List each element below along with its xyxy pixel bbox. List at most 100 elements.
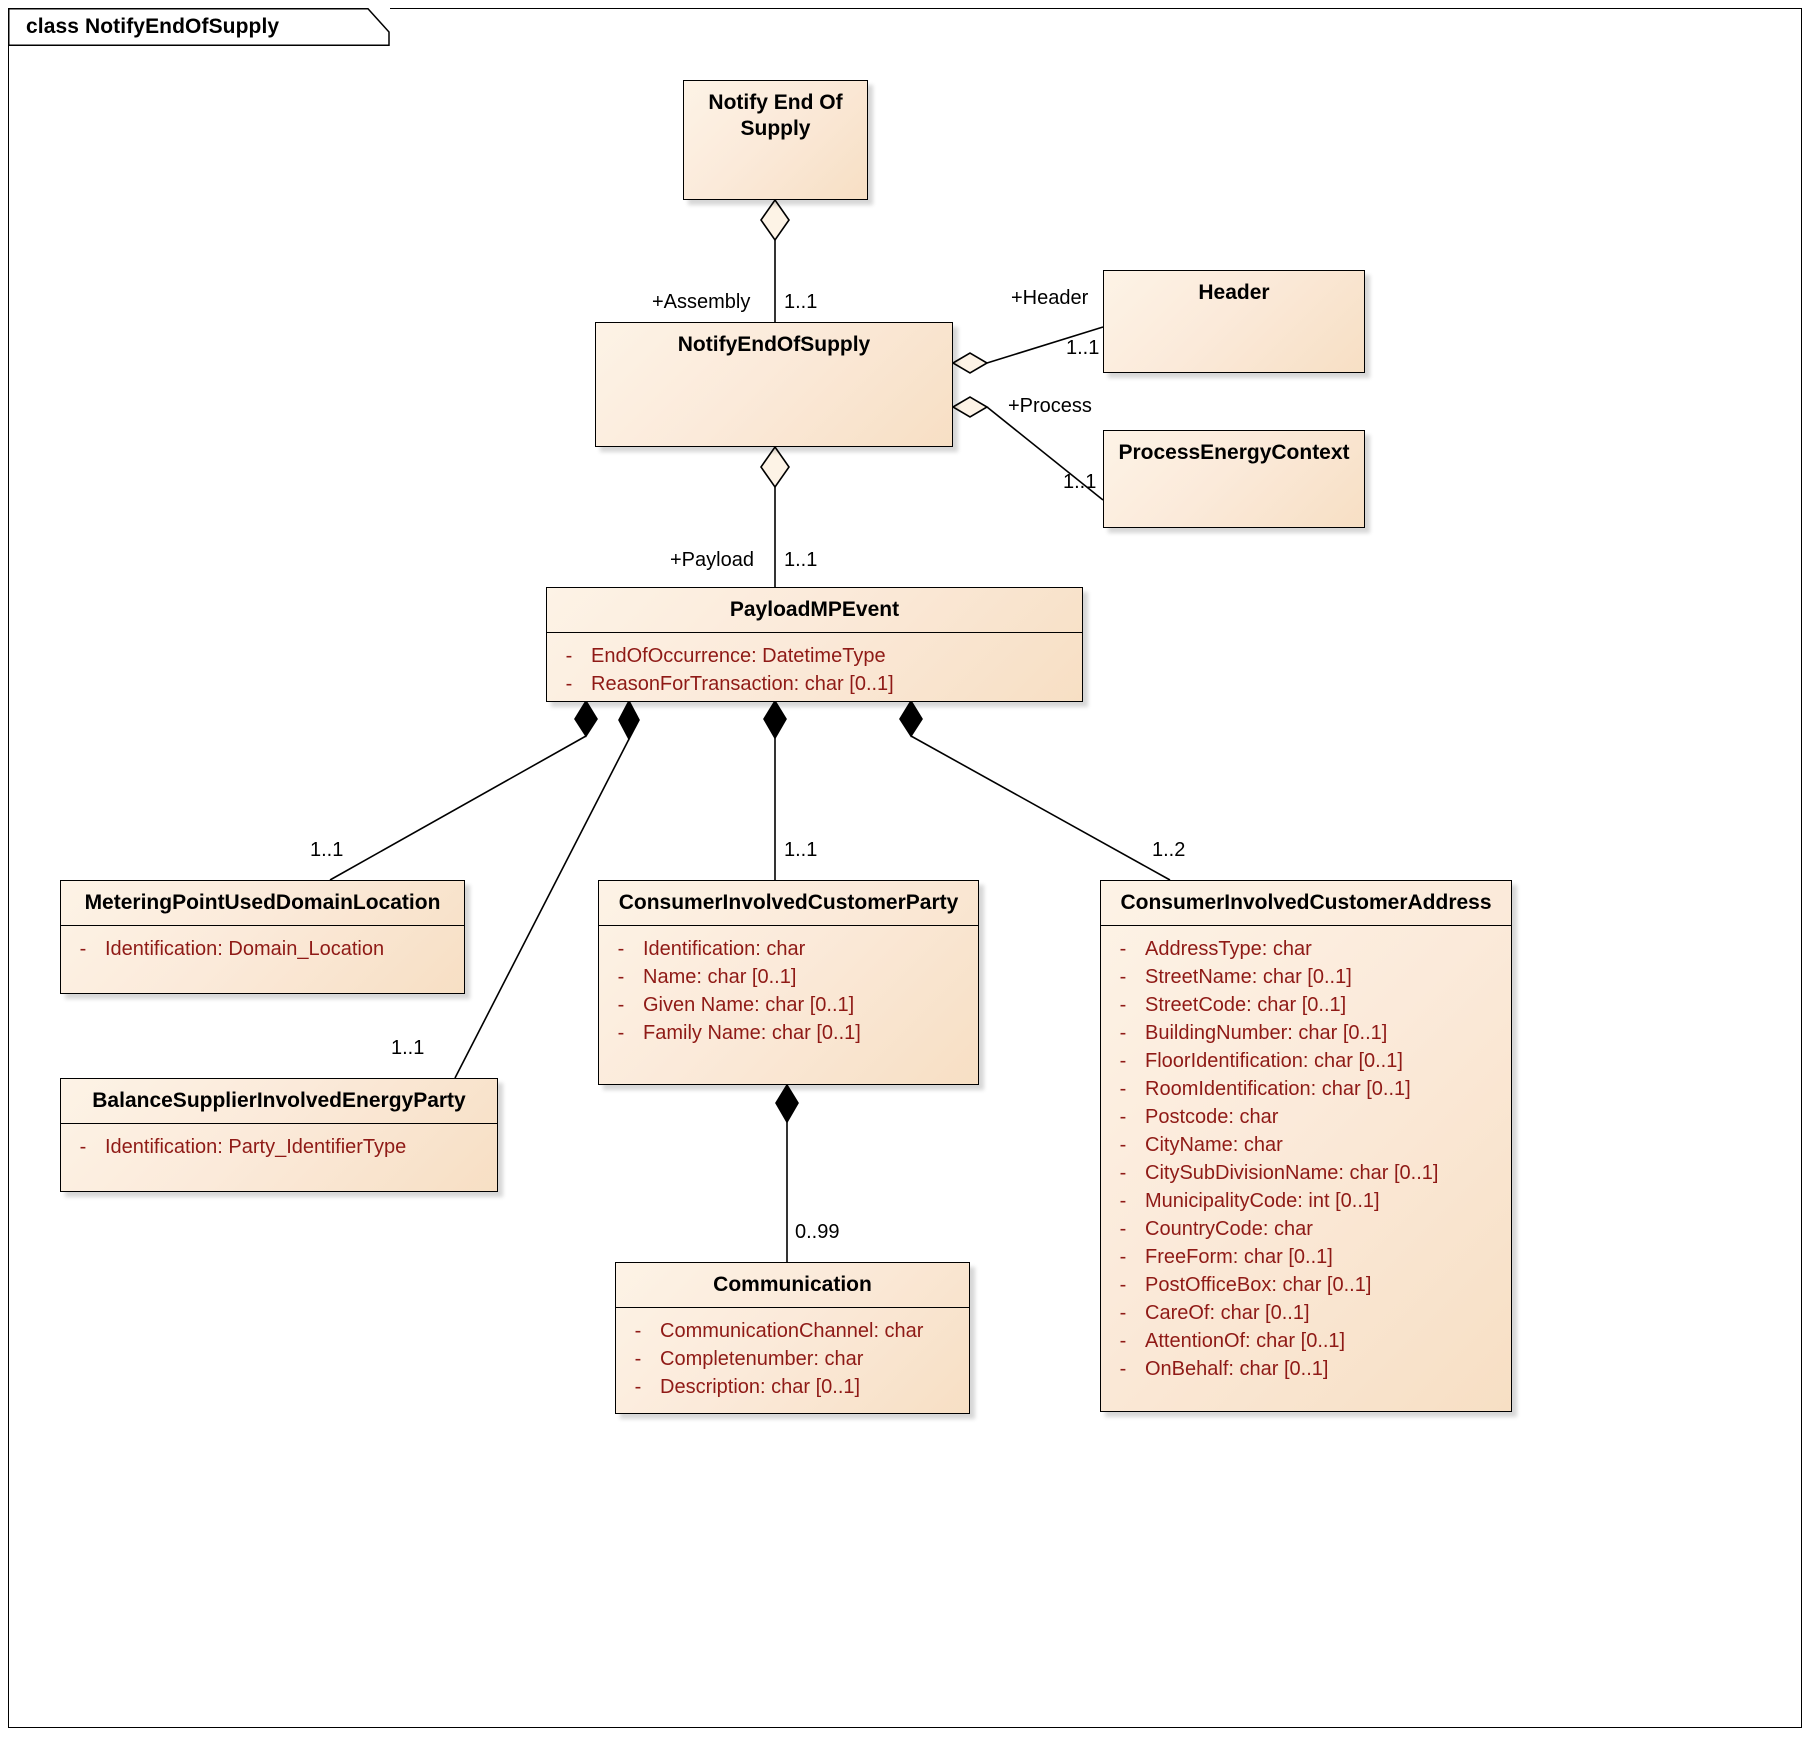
class-notify-end-of-supply-root[interactable]: Notify End Of Supply xyxy=(683,80,868,200)
class-name-payloadmpevent: PayloadMPEvent xyxy=(547,588,1082,633)
attribute-visibility: - xyxy=(1119,1217,1127,1240)
attribute-row: - CityName: char xyxy=(1101,1131,1511,1159)
attribute-signature: CareOf: char [0..1] xyxy=(1145,1301,1310,1324)
class-name-header: Header xyxy=(1198,281,1270,304)
attribute-signature: StreetName: char [0..1] xyxy=(1145,965,1352,988)
attribute-visibility: - xyxy=(634,1375,642,1398)
attribute-signature: EndOfOccurrence: DatetimeType xyxy=(591,644,886,667)
attribute-signature: ReasonForTransaction: char [0..1] xyxy=(591,672,894,695)
frame-tab-shape xyxy=(8,8,390,46)
attribute-row: - Family Name: char [0..1] xyxy=(599,1019,978,1047)
diagram-frame-tab: class NotifyEndOfSupply xyxy=(8,8,390,46)
attribute-visibility: - xyxy=(617,993,625,1016)
attribute-row: - Identification: char xyxy=(599,935,978,963)
attribute-visibility: - xyxy=(1119,1245,1127,1268)
attribute-visibility: - xyxy=(1119,1329,1127,1352)
class-payloadmpevent[interactable]: PayloadMPEvent - EndOfOccurrence: Dateti… xyxy=(546,587,1083,702)
attribute-visibility: - xyxy=(617,1021,625,1044)
label-header-role: +Header xyxy=(1011,287,1089,309)
class-name-processenergycontext: ProcessEnergyContext xyxy=(1118,441,1350,464)
attribute-visibility: - xyxy=(1119,993,1127,1016)
attribute-signature: CitySubDivisionName: char [0..1] xyxy=(1145,1161,1439,1184)
attribute-signature: Identification: char xyxy=(643,937,806,960)
class-name-meteringpointuseddomainlocation: MeteringPointUsedDomainLocation xyxy=(61,881,464,926)
diagram-frame xyxy=(8,8,1802,1728)
label-assembly-role: +Assembly xyxy=(652,291,751,313)
attribute-signature: Name: char [0..1] xyxy=(643,965,797,988)
attribute-list-communication: - CommunicationChannel: char - Completen… xyxy=(616,1308,969,1410)
attribute-row: - BuildingNumber: char [0..1] xyxy=(1101,1019,1511,1047)
attribute-row: - FreeForm: char [0..1] xyxy=(1101,1243,1511,1271)
attribute-signature: RoomIdentification: char [0..1] xyxy=(1145,1077,1411,1100)
attribute-row: - PostOfficeBox: char [0..1] xyxy=(1101,1271,1511,1299)
class-balancesupplierinvolvedenergyparty[interactable]: BalanceSupplierInvolvedEnergyParty - Ide… xyxy=(60,1078,498,1192)
class-processenergycontext[interactable]: ProcessEnergyContext xyxy=(1103,430,1365,528)
attribute-row: - EndOfOccurrence: DatetimeType xyxy=(547,642,1082,670)
attribute-row: - Name: char [0..1] xyxy=(599,963,978,991)
attribute-row: - CitySubDivisionName: char [0..1] xyxy=(1101,1159,1511,1187)
attribute-row: - RoomIdentification: char [0..1] xyxy=(1101,1075,1511,1103)
attribute-row: - MunicipalityCode: int [0..1] xyxy=(1101,1187,1511,1215)
attribute-row: - Postcode: char xyxy=(1101,1103,1511,1131)
attribute-row: - CountryCode: char xyxy=(1101,1215,1511,1243)
class-communication[interactable]: Communication - CommunicationChannel: ch… xyxy=(615,1262,970,1414)
attribute-signature: BuildingNumber: char [0..1] xyxy=(1145,1021,1388,1044)
attribute-visibility: - xyxy=(617,937,625,960)
attribute-signature: Postcode: char xyxy=(1145,1105,1279,1128)
label-mpudl-mult: 1..1 xyxy=(310,839,344,861)
label-payload-mult: 1..1 xyxy=(784,549,818,571)
attribute-visibility: - xyxy=(1119,1273,1127,1296)
label-payload-role: +Payload xyxy=(670,549,754,571)
label-cicp-mult: 1..1 xyxy=(784,839,818,861)
attribute-signature: CountryCode: char xyxy=(1145,1217,1313,1240)
attribute-signature: CityName: char xyxy=(1145,1133,1283,1156)
label-header-mult: 1..1 xyxy=(1066,337,1100,359)
attribute-signature: OnBehalf: char [0..1] xyxy=(1145,1357,1329,1380)
attribute-list-payloadmpevent: - EndOfOccurrence: DatetimeType - Reason… xyxy=(547,633,1082,707)
class-meteringpointuseddomainlocation[interactable]: MeteringPointUsedDomainLocation - Identi… xyxy=(60,880,465,994)
attribute-row: - Given Name: char [0..1] xyxy=(599,991,978,1019)
class-consumerinvolvedcustomerparty[interactable]: ConsumerInvolvedCustomerParty - Identifi… xyxy=(598,880,979,1085)
attribute-list-balancesupplierinvolvedenergyparty: - Identification: Party_IdentifierType xyxy=(61,1124,497,1170)
attribute-visibility: - xyxy=(1119,1161,1127,1184)
attribute-row: - Identification: Domain_Location xyxy=(61,935,464,963)
class-name-notify-end-of-supply-root: Notify End Of Supply xyxy=(708,91,843,140)
attribute-signature: Completenumber: char xyxy=(660,1347,864,1370)
class-consumerinvolvedcustomeraddress[interactable]: ConsumerInvolvedCustomerAddress - Addres… xyxy=(1100,880,1512,1412)
attribute-visibility: - xyxy=(1119,965,1127,988)
class-name-consumerinvolvedcustomerparty: ConsumerInvolvedCustomerParty xyxy=(599,881,978,926)
attribute-visibility: - xyxy=(1119,1301,1127,1324)
attribute-row: - ReasonForTransaction: char [0..1] xyxy=(547,670,1082,698)
attribute-visibility: - xyxy=(1119,1077,1127,1100)
attribute-visibility: - xyxy=(1119,937,1127,960)
attribute-visibility: - xyxy=(565,644,573,667)
attribute-visibility: - xyxy=(634,1347,642,1370)
attribute-visibility: - xyxy=(1119,1189,1127,1212)
attribute-visibility: - xyxy=(617,965,625,988)
attribute-signature: AddressType: char xyxy=(1145,937,1312,960)
attribute-signature: Family Name: char [0..1] xyxy=(643,1021,861,1044)
attribute-signature: PostOfficeBox: char [0..1] xyxy=(1145,1273,1372,1296)
label-process-mult: 1..1 xyxy=(1063,471,1097,493)
attribute-signature: AttentionOf: char [0..1] xyxy=(1145,1329,1346,1352)
class-notifyendofsupply[interactable]: NotifyEndOfSupply xyxy=(595,322,953,447)
attribute-list-consumerinvolvedcustomerparty: - Identification: char - Name: char [0..… xyxy=(599,926,978,1056)
class-header[interactable]: Header xyxy=(1103,270,1365,373)
attribute-signature: StreetCode: char [0..1] xyxy=(1145,993,1347,1016)
label-bsiep-mult: 1..1 xyxy=(391,1037,425,1059)
label-cica-mult: 1..2 xyxy=(1152,839,1186,861)
attribute-row: - StreetCode: char [0..1] xyxy=(1101,991,1511,1019)
attribute-visibility: - xyxy=(79,1135,87,1158)
attribute-signature: Identification: Party_IdentifierType xyxy=(105,1135,407,1158)
attribute-row: - AddressType: char xyxy=(1101,935,1511,963)
class-name-communication: Communication xyxy=(616,1263,969,1308)
attribute-visibility: - xyxy=(565,672,573,695)
attribute-signature: Given Name: char [0..1] xyxy=(643,993,855,1016)
attribute-list-meteringpointuseddomainlocation: - Identification: Domain_Location xyxy=(61,926,464,972)
attribute-visibility: - xyxy=(1119,1049,1127,1072)
attribute-row: - CommunicationChannel: char xyxy=(616,1317,969,1345)
label-assembly-mult: 1..1 xyxy=(784,291,818,313)
attribute-visibility: - xyxy=(1119,1021,1127,1044)
diagram-title: class NotifyEndOfSupply xyxy=(26,15,280,38)
attribute-signature: Description: char [0..1] xyxy=(660,1375,861,1398)
